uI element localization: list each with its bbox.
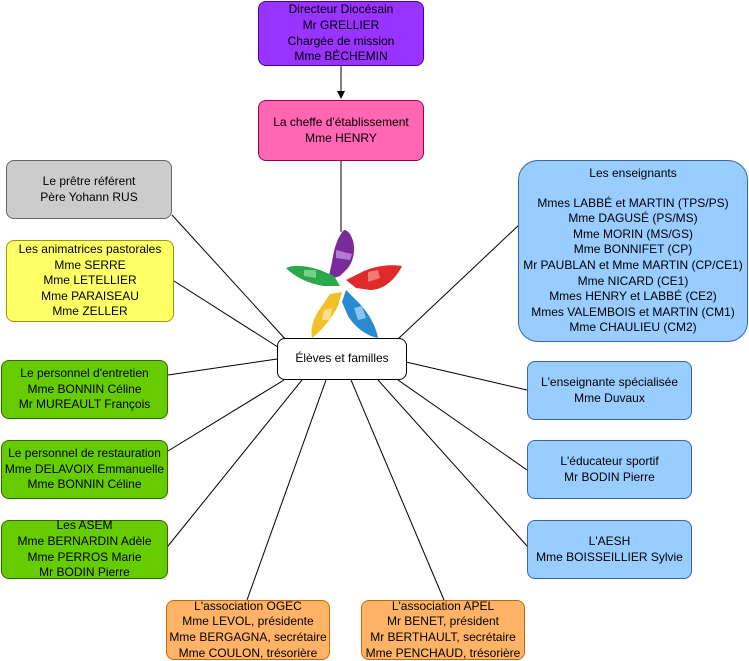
ogec-line: Mme BERGAGNA, secrétaire — [169, 630, 327, 644]
edge-maintenance — [167, 358, 278, 376]
teacher-line: Mme BONNIFET (CP) — [573, 242, 693, 257]
teacher-line: Mme MORIN (MS/GS) — [573, 226, 693, 241]
maintenance-line: Le personnel d'entretien — [20, 366, 149, 381]
node-specialist-teacher[interactable]: L'enseignante spécialisée Mme Duvaux — [527, 361, 692, 420]
ogec-line: Mme COULON, trésorière — [178, 645, 318, 660]
edge-asem — [167, 379, 303, 547]
apel-line: Mme PENCHAUD, trésorière — [365, 645, 521, 660]
node-pupils-and-families[interactable]: Élèves et familles — [277, 338, 407, 380]
pastoral-line: Mme PARAISEAU — [41, 288, 139, 303]
pastoral-line: Mme ZELLER — [52, 304, 128, 319]
edge-specialist — [405, 361, 528, 391]
pastoral-line: Les animatrices pastorales — [18, 242, 162, 257]
pastoral-line: Mme SERRE — [54, 257, 126, 272]
teacher-line: Mme DAGUSÉ (PS/MS) — [568, 211, 698, 226]
pastoral-line: Mme LETELLIER — [43, 273, 137, 288]
teachers-title: Les enseignants — [589, 166, 677, 181]
edge-priest — [171, 214, 288, 342]
catering-line: Le personnel de restauration — [8, 446, 161, 461]
node-sports-educator[interactable]: L'éducateur sportif Mr BODIN Pierre — [527, 440, 692, 499]
catering-line: Mme BONNIN Céline — [27, 477, 142, 492]
teacher-line: Mmes VALEMBOIS et MARTIN (CM1) — [531, 304, 735, 319]
priest-line: Père Yohann RUS — [40, 189, 138, 204]
teacher-line: Mr PAUBLAN et Mme MARTIN (CP/CE1) — [523, 258, 743, 272]
direction-line: Chargée de mission — [287, 33, 395, 48]
asem-line: Mr BODIN Pierre — [39, 565, 130, 580]
edge-teachers — [397, 223, 521, 340]
maintenance-line: Mme BONNIN Céline — [27, 381, 142, 396]
aesh-line: L'AESH — [588, 533, 631, 548]
priest-line: Le prêtre référent — [42, 173, 136, 188]
teacher-line: Mmes HENRY et LABBÉ (CE2) — [549, 289, 717, 304]
ogec-line: Mme LEVOL, présidente — [182, 614, 314, 629]
apel-line: Mr BENET, président — [386, 614, 500, 629]
direction-line: Mme BÉCHEMIN — [294, 49, 388, 64]
apel-line: Mr BERTHAULT, secrétaire — [370, 630, 516, 644]
teacher-line: Mme NICARD (CE1) — [577, 273, 689, 288]
head-line: Mme HENRY — [305, 130, 377, 145]
asem-line: Les ASEM — [56, 518, 113, 533]
edge-ogec — [246, 379, 327, 601]
teacher-line: Mmes LABBÉ et MARTIN (TPS/PS) — [537, 195, 729, 210]
head-line: La cheffe d'établissement — [273, 114, 409, 129]
direction-line: Directeur Diocésain — [288, 2, 394, 17]
center-label: Élèves et familles — [295, 351, 389, 366]
aesh-line: Mme BOISSEILLIER Sylvie — [536, 549, 683, 564]
specialist-line: L'enseignante spécialisée — [540, 374, 679, 389]
edge-pastoral — [173, 280, 282, 350]
catering-line: Mme DELAVOIX Emmanuelle — [4, 461, 165, 476]
asem-line: Mme PERROS Marie — [27, 549, 142, 564]
node-asem[interactable]: Les ASEM Mme BERNARDIN Adèle Mme PERROS … — [1, 518, 168, 580]
node-catering-staff[interactable]: Le personnel de restauration Mme DELAVOI… — [1, 440, 168, 499]
node-teachers[interactable]: Les enseignants Mmes LABBÉ et MARTIN (TP… — [518, 160, 748, 342]
sports-line: Mr BODIN Pierre — [564, 469, 655, 484]
node-apel-association[interactable]: L'association APEL Mr BENET, président M… — [361, 598, 525, 660]
node-maintenance-staff[interactable]: Le personnel d'entretien Mme BONNIN Céli… — [1, 360, 168, 419]
node-aesh[interactable]: L'AESH Mme BOISSEILLIER Sylvie — [527, 520, 692, 579]
edge-aesh — [377, 379, 528, 547]
node-head-of-school[interactable]: La cheffe d'établissement Mme HENRY — [258, 100, 424, 161]
maintenance-line: Mr MUREAULT François — [18, 397, 151, 412]
edge-catering — [167, 379, 285, 452]
edge-apel — [350, 379, 445, 601]
teacher-line: Mme CHAULIEU (CM2) — [569, 320, 697, 335]
node-ogec-association[interactable]: L'association OGEC Mme LEVOL, présidente… — [166, 598, 330, 660]
ogec-line: L'association OGEC — [194, 598, 302, 613]
five-hands-star-logo — [286, 230, 402, 338]
sports-line: L'éducateur sportif — [560, 453, 659, 468]
specialist-line: Mme Duvaux — [574, 390, 645, 405]
node-pastoral-team[interactable]: Les animatrices pastorales Mme SERRE Mme… — [6, 240, 174, 322]
apel-line: L'association APEL — [391, 598, 495, 613]
node-priest[interactable]: Le prêtre référent Père Yohann RUS — [6, 160, 172, 219]
direction-line: Mr GRELLIER — [302, 17, 380, 32]
edge-sports — [397, 379, 528, 471]
asem-line: Mme BERNARDIN Adèle — [17, 533, 152, 548]
node-diocesan-direction[interactable]: Directeur Diocésain Mr GRELLIER Chargée … — [258, 1, 424, 66]
